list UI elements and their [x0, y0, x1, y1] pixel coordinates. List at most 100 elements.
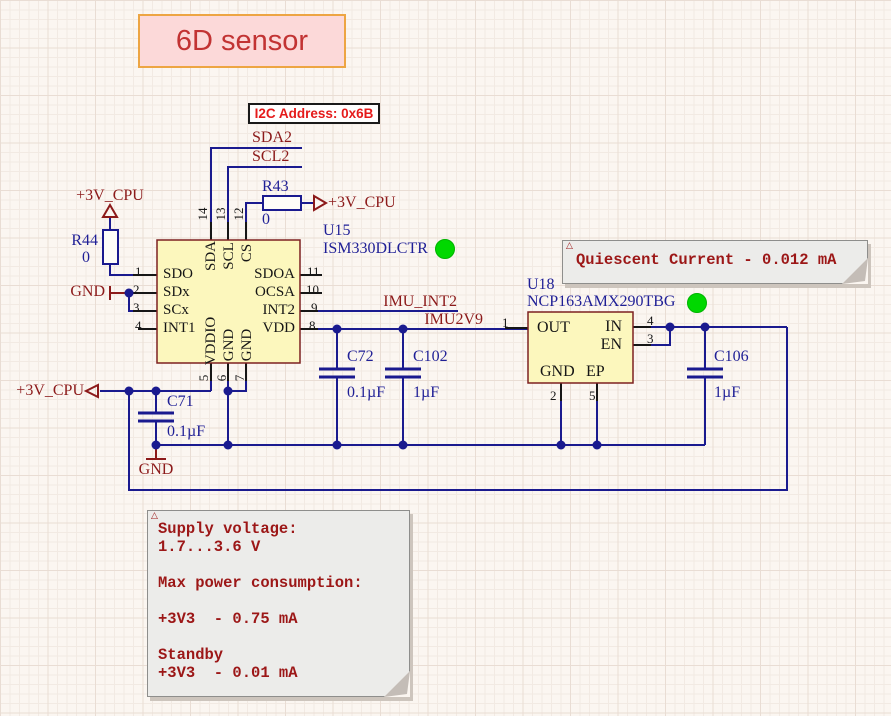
- u15-pin-name-cs: CS: [239, 243, 256, 263]
- u15-pin-name-ocsa: OCSA: [254, 284, 295, 300]
- u18-pin-num-4: 4: [647, 313, 654, 328]
- note-supply-line: Max power consumption:: [158, 574, 363, 592]
- gnd-label-pin2[interactable]: GND: [70, 283, 105, 300]
- u15-pin-num-8: 8: [309, 318, 316, 333]
- u15-pin-num-9: 9: [311, 300, 318, 315]
- power-port-3v-right-icon[interactable]: [313, 194, 328, 212]
- wire-3v-bottom-loop[interactable]: [128, 327, 788, 491]
- c71-plates[interactable]: [138, 411, 174, 423]
- u15-pin-name-sdx: SDx: [163, 284, 190, 300]
- net-label-imu-int2[interactable]: IMU_INT2: [383, 293, 457, 310]
- wire-scl2[interactable]: [227, 166, 302, 240]
- note-supply-voltage[interactable]: △ Supply voltage: 1.7...3.6 V Max power …: [147, 510, 410, 697]
- u18-ref: U18: [527, 276, 555, 293]
- u15-pin-name-scx: SCx: [163, 302, 189, 318]
- c106-ref: C106: [714, 348, 749, 365]
- u15-pin-num-11: 11: [307, 264, 320, 279]
- u18-pin-name-in: IN: [605, 318, 622, 335]
- u18-body[interactable]: [527, 311, 634, 384]
- u15-pin-num-1: 1: [135, 264, 142, 279]
- c102-ref: C102: [413, 348, 448, 365]
- u15-pin-num-4: 4: [135, 318, 142, 333]
- u18-pin-num-2: 2: [550, 388, 557, 403]
- power-port-3v-up-icon[interactable]: [101, 203, 119, 218]
- c71-ref: C71: [167, 393, 194, 410]
- note-quiescent-current[interactable]: △ Quiescent Current - 0.012 mA: [562, 240, 868, 284]
- c106-value: 1µF: [714, 384, 741, 401]
- u15-pins: [133, 222, 322, 381]
- junction-dots: [124, 288, 710, 450]
- u18-pin-name-gnd: GND: [540, 363, 575, 380]
- u15-pin-num-3: 3: [133, 300, 140, 315]
- u15-pin-name-sdo: SDO: [163, 266, 194, 282]
- r44-ref: R44: [71, 232, 98, 249]
- u15-pin-name-gnd7: GND: [239, 328, 256, 362]
- c106-plates[interactable]: [687, 367, 723, 379]
- r43-value: 0: [262, 211, 270, 228]
- wire-cs-to-r43[interactable]: [245, 202, 263, 240]
- note-supply-line: Supply voltage:: [158, 520, 298, 538]
- u18-pin-num-5: 5: [589, 388, 596, 403]
- u15-body[interactable]: [156, 239, 301, 364]
- u15-pin-name-gnd6: GND: [221, 328, 238, 362]
- status-dot-u15: [435, 239, 455, 259]
- note-marker-icon: △: [566, 241, 573, 251]
- u15-pin-num-10: 10: [306, 282, 319, 297]
- u18-pin-num-1: 1: [502, 315, 509, 330]
- net-label-imu2v9[interactable]: IMU2V9: [424, 311, 483, 328]
- power-port-3v-left-icon[interactable]: [83, 383, 99, 399]
- note-supply-line: [158, 592, 363, 610]
- note-supply-line: +3V3 - 0.01 mA: [158, 664, 298, 682]
- c102-value: 1µF: [413, 384, 440, 401]
- power-label-3v-left[interactable]: +3V_CPU: [16, 382, 84, 399]
- c102-plates[interactable]: [385, 367, 421, 379]
- c71-value: 0.1µF: [167, 423, 206, 440]
- note-fold-corner-icon: [384, 671, 410, 697]
- schematic-title-text: 6D sensor: [175, 24, 309, 57]
- gnd-port-pin2-icon[interactable]: [109, 286, 127, 300]
- r43-body[interactable]: [262, 195, 302, 211]
- u15-pin-name-int2: INT2: [262, 302, 296, 318]
- note-supply-line: [158, 628, 363, 646]
- i2c-address-label[interactable]: I2C Address: 0x6B: [248, 103, 380, 124]
- status-dot-u18: [687, 293, 707, 313]
- wire-r44-to-pin1[interactable]: [109, 264, 157, 276]
- note-supply-line: [158, 556, 363, 574]
- wire-sda2[interactable]: [210, 147, 302, 240]
- c72-plates[interactable]: [319, 367, 355, 379]
- net-label-scl2[interactable]: SCL2: [252, 148, 290, 165]
- u18-pin-name-out: OUT: [537, 319, 570, 336]
- u15-pin-num-5: 5: [196, 374, 212, 382]
- u15-pin-name-sda: SDA: [203, 240, 220, 272]
- schematic-title[interactable]: 6D sensor: [138, 14, 346, 68]
- u15-pin-name-sdoa: SDOA: [254, 266, 295, 282]
- u15-pin-num-12: 12: [231, 207, 247, 221]
- u15-ref: U15: [323, 222, 351, 239]
- power-label-3v-top[interactable]: +3V_CPU: [76, 187, 144, 204]
- note-quiescent-text: Quiescent Current - 0.012 mA: [576, 251, 837, 269]
- u15-pin-num-6: 6: [214, 374, 230, 382]
- i2c-address-text: I2C Address: 0x6B: [254, 106, 374, 121]
- u15-pin-name-scl: SCL: [221, 242, 238, 270]
- u18-part: NCP163AMX290TBG: [527, 293, 676, 310]
- note-supply-line: Standby: [158, 646, 224, 664]
- u15-part: ISM330DLCTR: [323, 240, 428, 257]
- r44-body[interactable]: [102, 229, 119, 265]
- r44-value: 0: [82, 249, 90, 266]
- power-label-3v-r43[interactable]: +3V_CPU: [328, 194, 396, 211]
- net-label-sda2[interactable]: SDA2: [252, 129, 293, 146]
- u18-pins: [505, 326, 651, 401]
- u15-pin-num-2: 2: [133, 282, 140, 297]
- note-marker-icon: △: [151, 511, 158, 521]
- u15-pin-name-vdd: VDD: [262, 320, 296, 336]
- u15-pin-num-13: 13: [213, 207, 229, 221]
- u15-pin-num-14: 14: [195, 207, 211, 221]
- gnd-label-c71[interactable]: GND: [138, 461, 174, 478]
- u15-pin-name-int1: INT1: [163, 320, 196, 336]
- r43-ref: R43: [262, 178, 289, 195]
- note-supply-line: +3V3 - 0.75 mA: [158, 610, 298, 628]
- note-fold-corner-icon: [842, 258, 868, 284]
- c72-ref: C72: [347, 348, 374, 365]
